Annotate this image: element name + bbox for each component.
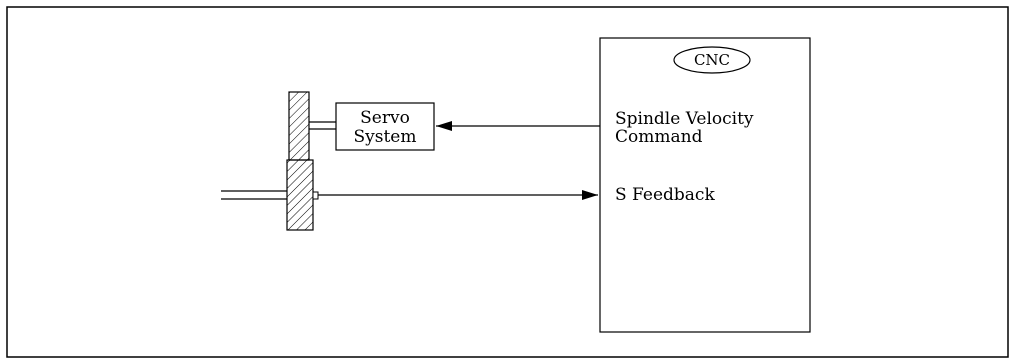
servo-box xyxy=(335,102,435,151)
servo-label-line1: Servo xyxy=(360,108,410,128)
cnc-box xyxy=(599,37,811,333)
servo-label-line2: System xyxy=(354,127,417,147)
servo-system-block: Servo System xyxy=(335,102,435,151)
command-label-line2: Command xyxy=(615,127,703,147)
cnc-block: CNC Spindle Velocity Command S Feedback xyxy=(599,37,811,333)
cnc-ellipse xyxy=(673,46,751,74)
motor-gear xyxy=(288,91,310,161)
encoder-stub xyxy=(312,191,319,200)
cnc-label: CNC xyxy=(694,51,730,69)
command-label-line1: Spindle Velocity xyxy=(615,109,754,129)
spindle-gear xyxy=(286,159,314,231)
feedback-label: S Feedback xyxy=(615,185,715,205)
outer-frame xyxy=(6,6,1009,358)
